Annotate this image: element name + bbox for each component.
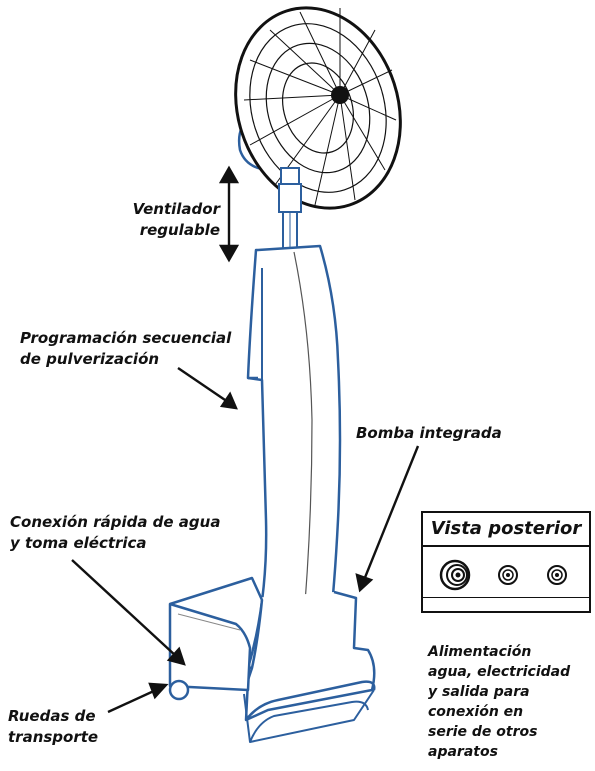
label-bomba-integrada: Bomba integrada: [356, 423, 502, 444]
label-programacion-secuencial: Programación secuencial de pulverización: [20, 328, 231, 370]
rear-view-divider: [423, 597, 589, 598]
base: [170, 578, 374, 742]
rear-view-panel: Vista posterior: [421, 511, 591, 613]
label-alimentacion: Alimentación agua, electricidad y salida…: [428, 642, 570, 762]
label-ventilador-regulable: Ventilador regulable: [124, 199, 220, 241]
electric-socket-connector-icon: [499, 566, 517, 584]
water-inlet-connector-icon: [441, 561, 469, 589]
label-conexion-rapida: Conexión rápida de agua y toma eléctrica: [10, 512, 220, 554]
adjustable-pole: [279, 184, 301, 250]
label-ruedas-transporte: Ruedas de transporte: [8, 706, 98, 748]
rear-view-title: Vista posterior: [423, 513, 589, 547]
series-outlet-connector-icon: [548, 566, 566, 584]
rear-connectors: [423, 547, 589, 597]
fan-head: [210, 0, 425, 230]
